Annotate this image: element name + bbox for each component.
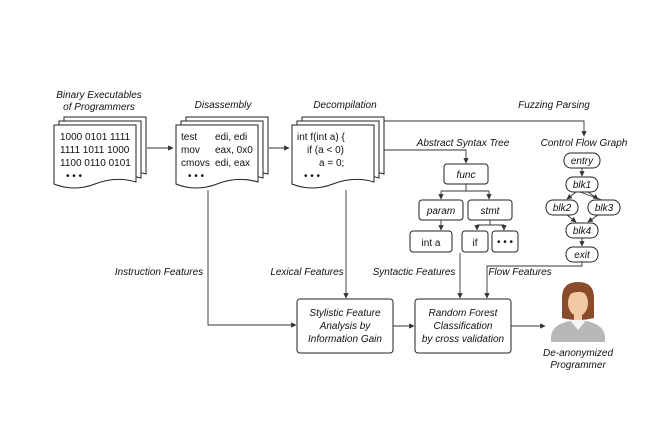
disasm-op-1: test — [181, 132, 197, 143]
decomp-line-3: a = 0; — [319, 158, 344, 169]
ast-node-if — [461, 230, 489, 253]
arrow-flow-features — [484, 262, 583, 299]
flow-features-label: Flow Features — [488, 267, 551, 278]
cfg-blk1-label: blk1 — [573, 180, 591, 191]
disassembly-title: Disassembly — [195, 100, 253, 111]
ast-int-a-label: int a — [422, 238, 441, 249]
stylistic-line-1: Stylistic Feature — [309, 308, 381, 319]
disasm-args-1: edi, edi — [215, 132, 247, 143]
syntactic-features-label: Syntactic Features — [373, 267, 456, 278]
disasm-op-2: mov — [181, 145, 200, 156]
stylistic-line-2: Analysis by — [319, 321, 372, 332]
ast-node-more — [491, 230, 519, 253]
cfg-entry-label: entry — [571, 156, 594, 167]
stylistic-line-3: Information Gain — [308, 334, 382, 345]
cfg-blk4-label: blk4 — [573, 226, 592, 237]
binary-line-3: 1100 0110 0101 — [60, 158, 131, 169]
binary-doc-stack: 1000 0101 1111 1111 1011 1000 1100 0110 … — [53, 116, 147, 189]
ast-more-label: • • • — [497, 237, 514, 248]
cfg-exit-label: exit — [574, 250, 591, 261]
binary-line-1: 1000 0101 1111 — [60, 132, 131, 143]
fuzzing-parsing-label: Fuzzing Parsing — [518, 100, 590, 111]
decomp-line-1: int f(int a) { — [297, 132, 345, 143]
binary-line-2: 1111 1011 1000 — [60, 145, 130, 156]
cfg-node-blk3 — [587, 199, 621, 216]
output-line-2: Programmer — [550, 360, 606, 371]
cfg-title: Control Flow Graph — [541, 138, 628, 149]
decomp-line-2: if (a < 0) — [307, 145, 344, 156]
cfg-blk2-label: blk2 — [553, 203, 572, 214]
binary-ellipsis: • • • — [66, 171, 83, 182]
ast-if-label: if — [473, 238, 478, 249]
programmer-avatar-icon — [551, 282, 605, 342]
ast-tree: func param stmt int a if • • • — [409, 163, 519, 253]
ast-param-label: param — [426, 206, 455, 217]
output-line-1: De-anonymized — [543, 348, 613, 359]
disasm-ellipsis: • • • — [188, 171, 205, 182]
disasm-args-2: eax, 0x0 — [215, 145, 253, 156]
disasm-args-3: edi, eax — [215, 158, 250, 169]
ast-stmt-label: stmt — [481, 206, 501, 217]
cfg-graph: entry blk1 blk2 blk3 blk4 exit — [545, 152, 621, 263]
lexical-features-label: Lexical Features — [270, 267, 343, 278]
decompilation-title: Decompilation — [313, 100, 377, 111]
arrow-decomp-to-ast — [384, 149, 469, 164]
arrow-fuzzing-to-cfg — [384, 120, 587, 137]
ast-func-label: func — [457, 170, 476, 181]
cfg-blk3-label: blk3 — [595, 203, 614, 214]
decomp-ellipsis: • • • — [304, 171, 321, 182]
arrow-instruction-features — [207, 190, 297, 328]
forest-line-1: Random Forest — [429, 308, 499, 319]
cfg-node-blk2 — [545, 199, 579, 216]
instruction-features-label: Instruction Features — [115, 267, 203, 278]
forest-line-3: by cross validation — [422, 334, 505, 345]
binary-title-line2: of Programmers — [63, 102, 135, 113]
decompilation-doc-stack: int f(int a) { if (a < 0) a = 0; • • • — [291, 116, 385, 189]
cfg-node-blk1 — [565, 176, 599, 193]
disassembly-doc-stack: test edi, edi mov eax, 0x0 cmovs edi, ea… — [175, 116, 269, 189]
ast-title: Abstract Syntax Tree — [416, 138, 510, 149]
forest-line-2: Classification — [434, 321, 493, 332]
binary-title-line1: Binary Executables — [56, 90, 142, 101]
disasm-op-3: cmovs — [181, 158, 210, 169]
ast-node-int-a — [409, 230, 453, 253]
